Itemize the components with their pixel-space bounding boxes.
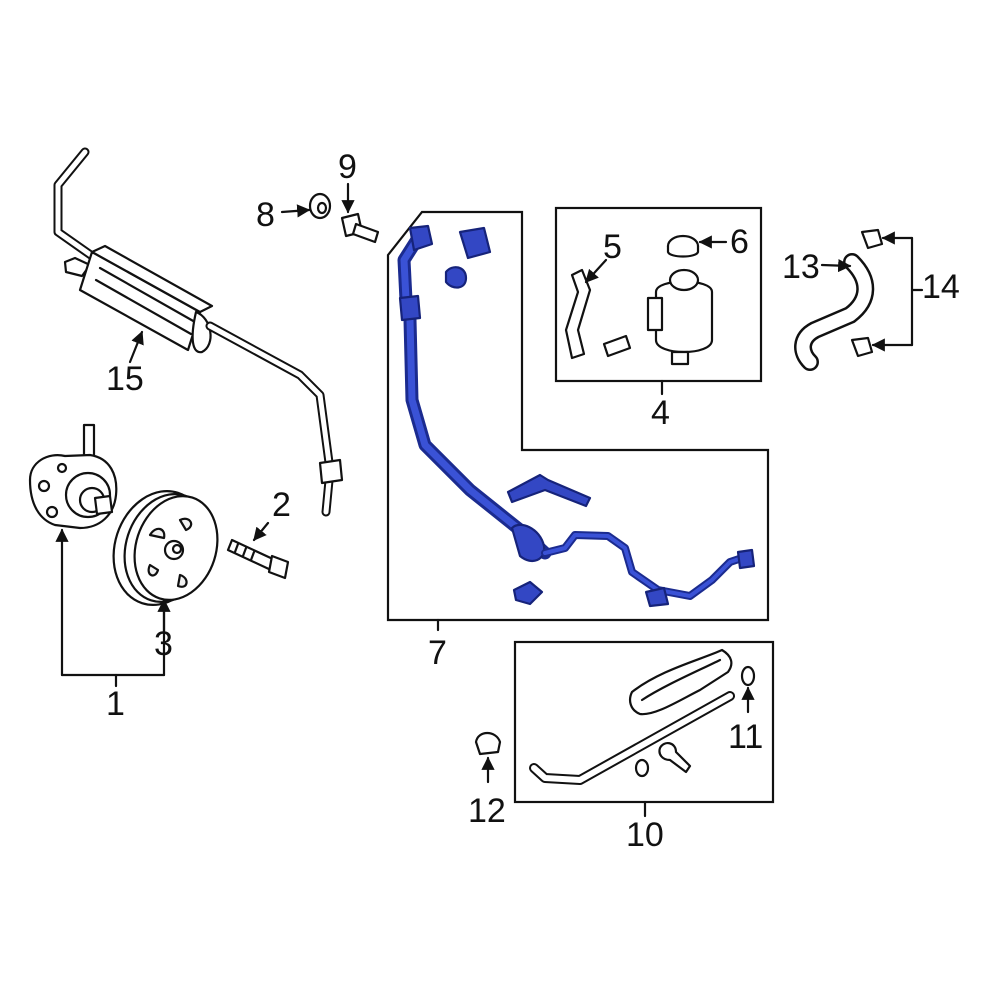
callout-12: 12 — [468, 792, 506, 830]
callout-13: 13 — [782, 248, 820, 286]
callout-5: 5 — [603, 228, 622, 266]
callout-15: 15 — [106, 360, 144, 398]
mounting-bolt[interactable] — [340, 212, 380, 244]
callout-2: 2 — [272, 486, 291, 524]
nut[interactable] — [308, 192, 332, 220]
callout-11: 11 — [728, 718, 763, 756]
reservoir-group-box — [554, 206, 763, 383]
callout-10: 10 — [626, 816, 664, 854]
callout-9: 9 — [338, 148, 357, 186]
callout-14: 14 — [922, 268, 960, 306]
reservoir-hose[interactable] — [794, 253, 875, 371]
callout-6: 6 — [730, 223, 749, 261]
return-line[interactable] — [529, 648, 735, 785]
leader-lines — [55, 182, 924, 818]
o-ring[interactable] — [740, 665, 756, 687]
callout-8: 8 — [256, 196, 275, 234]
pressure-hose[interactable] — [397, 224, 756, 608]
reservoir-cap[interactable] — [666, 234, 700, 258]
pulley-bolt[interactable] — [226, 538, 290, 580]
callout-7: 7 — [428, 634, 447, 672]
callout-3: 3 — [154, 625, 173, 663]
pressure-hose-group-box — [386, 210, 770, 622]
fluid-reservoir[interactable] — [646, 268, 714, 366]
hose-clamp-lower[interactable] — [850, 336, 874, 358]
reservoir-bracket[interactable] — [564, 268, 632, 360]
pump-pulley[interactable] — [99, 479, 230, 617]
tube-clamp[interactable] — [474, 731, 502, 756]
callout-4: 4 — [651, 394, 670, 432]
hose-clamp-upper[interactable] — [860, 228, 884, 250]
callout-1: 1 — [106, 685, 125, 723]
power-steering-pump[interactable] — [28, 423, 118, 530]
power-steering-cooler[interactable] — [53, 147, 344, 517]
